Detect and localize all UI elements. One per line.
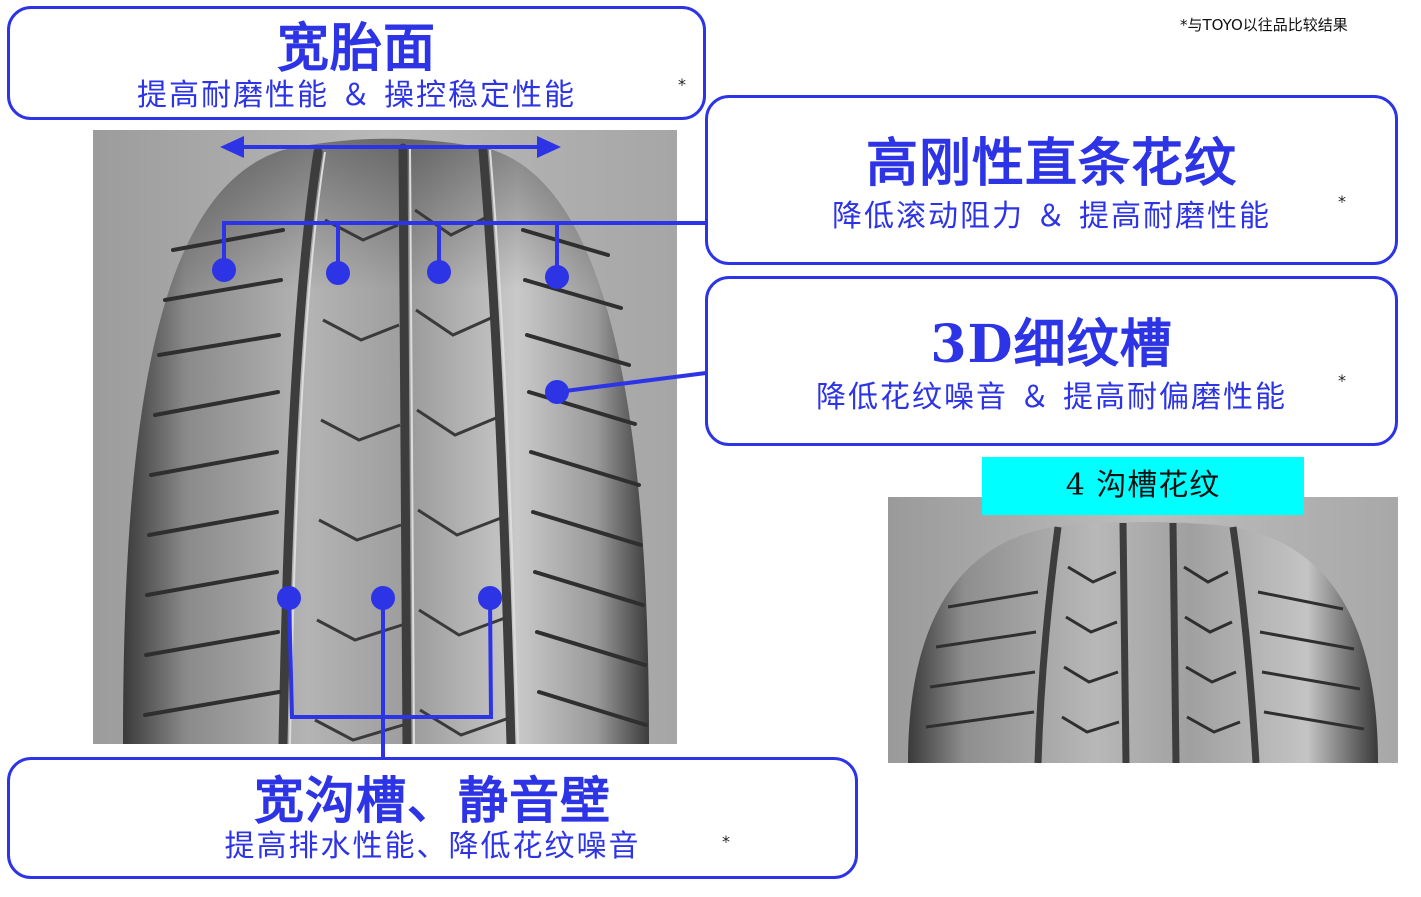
rib-pattern-title: 高刚性直条花纹	[865, 133, 1237, 194]
comparison-tire-image	[888, 497, 1398, 763]
rib-pattern-callout: 高刚性直条花纹 降低滚动阻力 ＆ 提高耐磨性能 *	[705, 95, 1398, 265]
wide-groove-title: 宽沟槽、静音壁	[254, 771, 611, 830]
wide-groove-callout: 宽沟槽、静音壁 提高排水性能、降低花纹噪音 *	[7, 757, 858, 879]
footnote: *与TOYO以往品比较结果	[1180, 16, 1348, 34]
sipe-subtitle: 降低花纹噪音 ＆ 提高耐偏磨性能	[815, 380, 1288, 415]
footnote-mark: *	[678, 75, 686, 94]
sipe-title: 3D细纹槽	[930, 314, 1173, 375]
footnote-mark: *	[1338, 371, 1346, 390]
wide-tread-callout: 宽胎面 提高耐磨性能 ＆ 操控稳定性能 *	[7, 6, 706, 120]
footnote-mark: *	[1338, 192, 1346, 211]
wide-tread-title: 宽胎面	[276, 18, 436, 79]
four-groove-label: 4 沟槽花纹	[982, 457, 1304, 515]
sipe-callout: 3D细纹槽 降低花纹噪音 ＆ 提高耐偏磨性能 *	[705, 276, 1398, 446]
main-tire-image	[93, 130, 677, 744]
wide-groove-subtitle: 提高排水性能、降低花纹噪音	[224, 829, 641, 864]
wide-tread-subtitle: 提高耐磨性能 ＆ 操控稳定性能	[136, 78, 577, 113]
rib-pattern-subtitle: 降低滚动阻力 ＆ 提高耐磨性能	[831, 199, 1272, 234]
footnote-mark: *	[722, 832, 730, 851]
